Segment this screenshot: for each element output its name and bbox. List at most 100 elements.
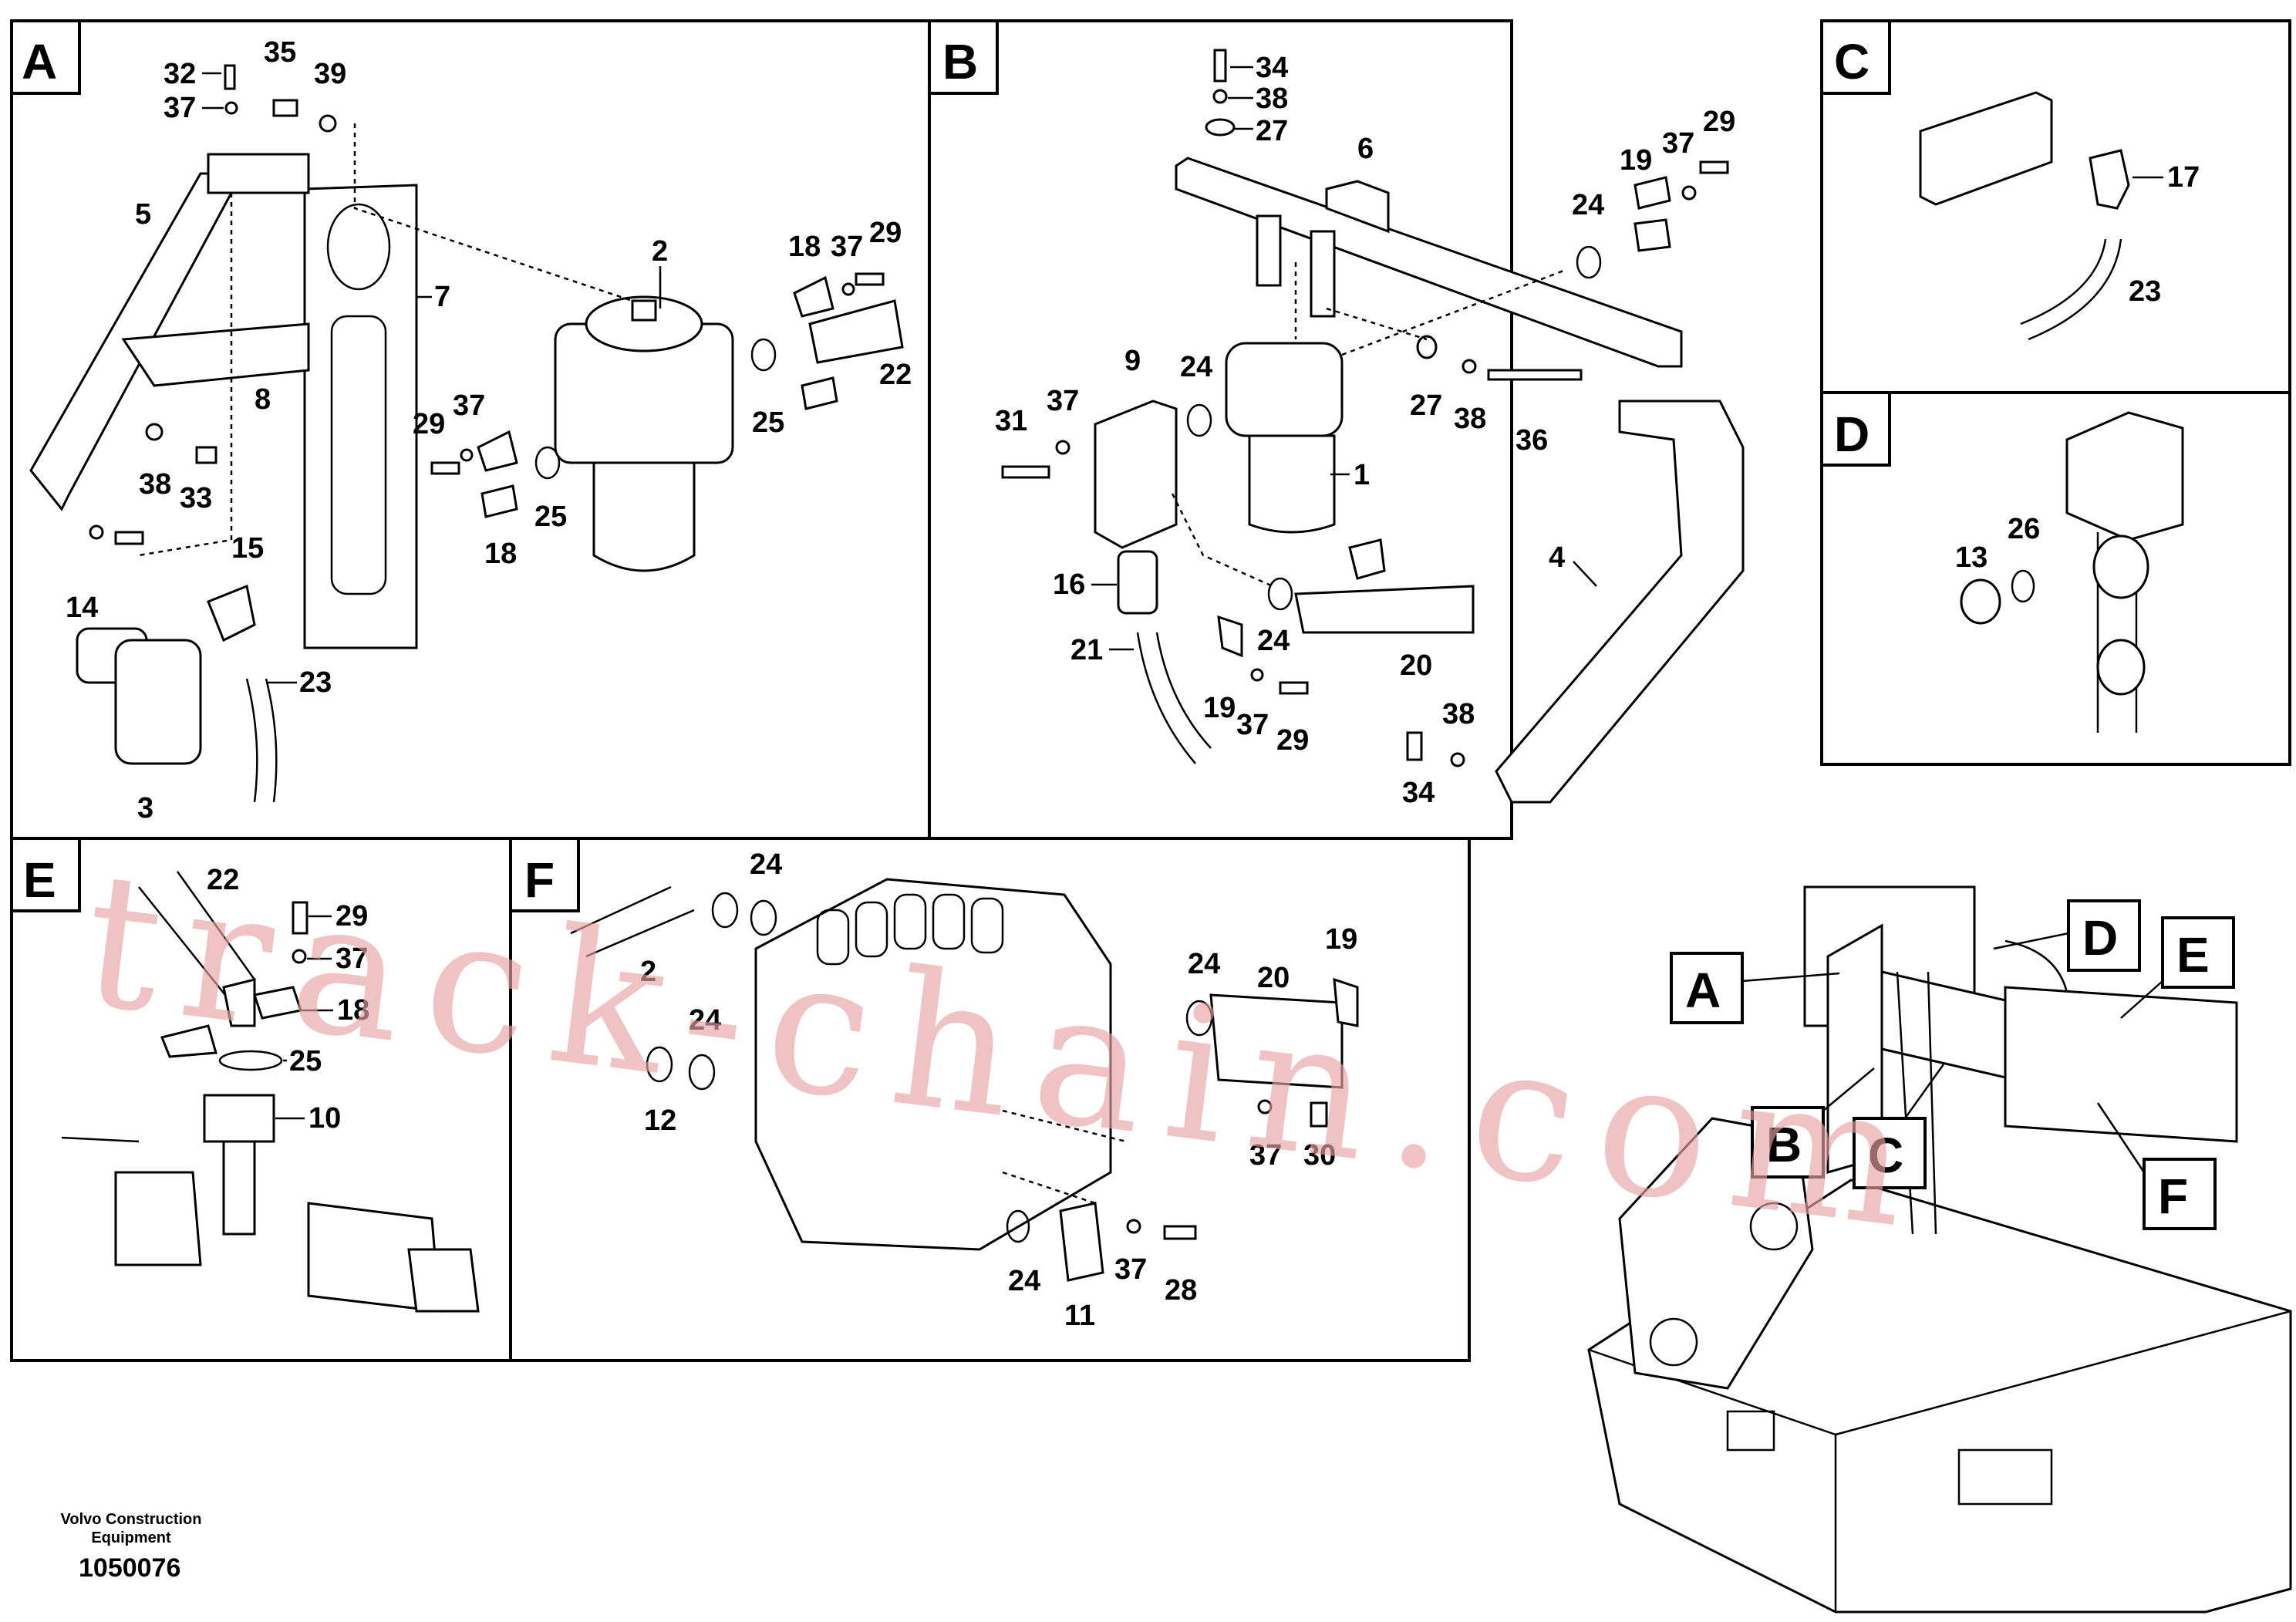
bracket-top-plate — [207, 153, 310, 194]
label-4: 4 — [1549, 541, 1565, 574]
company-name: Volvo Construction Equipment — [46, 1510, 216, 1547]
label-18-b: 18 — [484, 538, 517, 570]
label-30: 30 — [1303, 1139, 1336, 1172]
callout-f: F — [2158, 1168, 2188, 1224]
panel-c: C 17 23 — [1820, 19, 2291, 394]
label-23: 23 — [299, 666, 332, 699]
label-18: 18 — [337, 994, 369, 1027]
panel-a-labels: 32 35 39 37 5 7 2 18 37 29 8 22 25 29 37… — [66, 36, 912, 824]
filter-2-bowl — [592, 461, 696, 572]
label-34-b: 34 — [1402, 777, 1435, 809]
flange-plate — [1919, 91, 2053, 206]
label-29-b: 29 — [1276, 724, 1309, 757]
label-23: 23 — [2129, 275, 2161, 308]
label-31: 31 — [995, 405, 1027, 437]
label-5: 5 — [135, 198, 151, 231]
label-25: 25 — [752, 406, 784, 439]
hose-20 — [1294, 585, 1475, 634]
label-19: 19 — [1325, 923, 1357, 956]
panel-a-letter: A — [22, 34, 57, 89]
panel-f-labels: 24 2 24 12 24 20 19 37 30 24 37 28 11 — [640, 848, 1357, 1332]
label-37-c: 37 — [453, 389, 485, 422]
label-28: 28 — [1165, 1274, 1197, 1307]
callout-d: D — [2082, 910, 2118, 966]
label-13: 13 — [1955, 541, 1988, 574]
label-25: 25 — [289, 1045, 322, 1077]
filter-1-bowl — [1248, 434, 1336, 534]
label-7: 7 — [434, 281, 450, 313]
callout-e: E — [2176, 927, 2210, 983]
arm-8 — [121, 322, 310, 387]
label-19: 19 — [1620, 144, 1652, 177]
label-37: 37 — [1249, 1139, 1282, 1172]
company-line-1: Volvo Construction — [60, 1511, 202, 1528]
label-37-b: 37 — [1114, 1253, 1147, 1286]
valve-spools — [816, 893, 1004, 966]
label-24: 24 — [750, 848, 782, 881]
label-8: 8 — [255, 383, 271, 416]
label-32: 32 — [164, 58, 196, 90]
label-15: 15 — [231, 532, 264, 565]
label-24-c: 24 — [1188, 948, 1220, 980]
label-29: 29 — [335, 900, 368, 932]
label-33: 33 — [180, 482, 212, 514]
cover-plate-11 — [1059, 1202, 1104, 1282]
overview-callouts: A D E B C F — [1670, 899, 2235, 1230]
elbow-17 — [2089, 149, 2130, 210]
label-3: 3 — [137, 792, 153, 824]
label-21: 21 — [1070, 634, 1103, 666]
company-line-2: Equipment — [91, 1529, 171, 1546]
drawing-number: 1050076 — [79, 1553, 181, 1583]
label-27-b: 27 — [1410, 389, 1442, 422]
valve-block — [2065, 411, 2184, 541]
panel-a: A — [10, 19, 931, 840]
hose-22 — [138, 886, 232, 1003]
label-37-b: 37 — [1047, 385, 1079, 417]
label-22: 22 — [207, 864, 239, 896]
label-35: 35 — [264, 36, 296, 69]
callout-b: B — [1766, 1117, 1802, 1172]
label-26: 26 — [2008, 513, 2040, 545]
label-24: 24 — [1572, 189, 1604, 221]
label-34: 34 — [1256, 52, 1288, 84]
label-14: 14 — [66, 592, 98, 624]
label-16: 16 — [1053, 568, 1085, 601]
overview-machine — [1587, 885, 2292, 1614]
label-24-b: 24 — [1180, 351, 1212, 383]
hose-23 — [2020, 238, 2107, 325]
label-20: 20 — [1257, 962, 1290, 994]
panel-e-letter: E — [23, 852, 56, 908]
panel-d-letter: D — [1834, 406, 1870, 462]
hose-22-end — [808, 299, 904, 364]
panel-b-labels: 34 38 27 6 29 19 37 24 9 24 31 37 27 38 … — [995, 52, 1735, 809]
label-38-c: 38 — [1442, 698, 1475, 730]
label-24-c: 24 — [1257, 625, 1290, 657]
label-11: 11 — [1064, 1300, 1095, 1332]
label-2: 2 — [652, 235, 668, 268]
label-6: 6 — [1357, 133, 1374, 165]
crossbar-6 — [1175, 157, 1683, 368]
boom-foot — [1618, 1117, 1814, 1390]
label-1: 1 — [1354, 459, 1370, 491]
label-38-b: 38 — [1454, 403, 1486, 435]
arm-4 — [1495, 400, 1745, 804]
fitting-16 — [1117, 550, 1158, 615]
control-valve — [754, 878, 1112, 1251]
label-24-b: 24 — [689, 1004, 721, 1037]
hose-21 — [1136, 632, 1196, 764]
panel-c-labels: 17 23 — [2129, 161, 2200, 308]
elbow-15 — [207, 584, 256, 642]
label-37-c: 37 — [1236, 709, 1269, 741]
label-39: 39 — [314, 58, 346, 90]
label-36: 36 — [1515, 424, 1548, 457]
label-37: 37 — [1662, 127, 1694, 160]
label-20: 20 — [1400, 649, 1432, 682]
label-37: 37 — [335, 943, 368, 975]
label-38: 38 — [1256, 83, 1288, 115]
label-27: 27 — [1256, 115, 1288, 147]
callout-a: A — [1685, 963, 1721, 1018]
label-37-b: 37 — [831, 231, 863, 263]
label-17: 17 — [2167, 161, 2200, 194]
label-29: 29 — [869, 217, 902, 249]
